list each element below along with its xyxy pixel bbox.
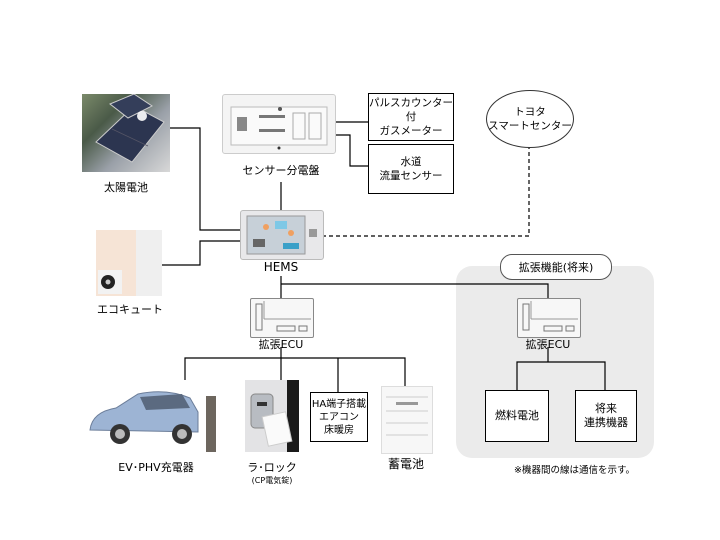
ecu-unit-icon: [255, 301, 311, 332]
hems-touch-panel-icon: [246, 215, 317, 255]
future-expansion-title: 拡張機能(将来): [500, 254, 612, 280]
ecocute-image: [96, 230, 162, 296]
future-device-box: 将来 連携機器: [575, 390, 637, 442]
solar-panel-image: [82, 93, 170, 172]
storage-battery-icon: [386, 396, 428, 436]
lock-image: [245, 380, 299, 452]
storage-battery-label: 蓄電池: [387, 457, 424, 471]
card-lock-icon: [250, 380, 299, 452]
ecu-main-label: 拡張ECU: [258, 338, 304, 351]
line-device-bus: [184, 357, 406, 386]
hems-image: [240, 210, 324, 260]
ecu-main-image: [250, 298, 314, 338]
lock-sublabel: (CP電気錠): [251, 476, 293, 485]
ecu-future-label: 拡張ECU: [525, 338, 571, 351]
ecocute-label: エコキュート: [97, 303, 163, 316]
ecu-unit-icon: [522, 301, 578, 332]
line-board-water: [334, 134, 368, 167]
line-solar-hems: [170, 127, 240, 231]
ev-charger-image: [86, 382, 222, 454]
solar-label: 太陽電池: [104, 181, 148, 194]
water-heater-icon: [98, 230, 162, 296]
fuel-cell-box: 燃料電池: [485, 390, 549, 442]
lock-label: ラ･ロック: [247, 461, 297, 474]
ev-car-charger-icon: [89, 391, 216, 452]
distribution-board-image: [222, 94, 336, 154]
line-hems-toyota-dashed: [322, 146, 530, 237]
ecu-future-image: [517, 298, 581, 338]
ev-charger-label: EV･PHV充電器: [118, 461, 194, 474]
solar-panel-roof-icon: [95, 93, 165, 163]
storage-battery-image: [381, 386, 433, 454]
toyota-smart-center: トヨタ スマートセンター: [486, 90, 574, 148]
line-ecocute-hems: [162, 240, 240, 266]
line-hems-future-ecu: [281, 283, 549, 298]
gas-meter-box: パルスカウンター付 ガスメーター: [368, 93, 454, 141]
distribution-board-label: センサー分電盤: [242, 164, 320, 177]
ha-terminal-box: HA端子搭載 エアコン 床暖房: [310, 392, 368, 442]
water-sensor-box: 水道 流量センサー: [368, 144, 454, 194]
communication-note: ※機器間の線は通信を示す。: [514, 465, 636, 476]
distribution-board-icon: [230, 106, 328, 150]
hems-label: HEMS: [263, 260, 299, 274]
line-future-bus: [516, 361, 606, 390]
